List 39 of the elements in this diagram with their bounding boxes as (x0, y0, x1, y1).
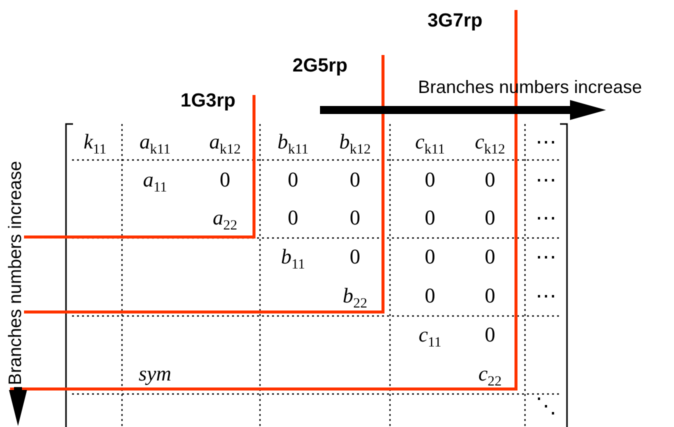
matrix-entry: a$_{k12}$ (209, 132, 241, 152)
matrix-entry: c$_{22}$ (478, 364, 502, 384)
group-label: 1G3rp (180, 92, 236, 110)
matrix-entry: sym (138, 364, 172, 384)
axis-label: Branches numbers increase (6, 158, 24, 388)
group-label: 3G7rp (428, 12, 482, 30)
matrix-entry: a$_{22}$ (212, 208, 238, 228)
matrix-entry: 0 (484, 170, 496, 190)
matrix-entry: 0 (484, 246, 496, 268)
matrix-entry: b$_{k11}$ (278, 132, 308, 152)
matrix-entry: b$_{22}$ (342, 286, 368, 306)
matrix-entry: ⋯ (536, 132, 556, 152)
matrix-entry: 0 (220, 170, 230, 190)
matrix-entry: a$_{k11}$ (140, 132, 170, 152)
matrix-entry: 0 (424, 246, 436, 268)
matrix-entry: b$_{11}$ (281, 246, 305, 268)
matrix-entry: 0 (350, 170, 360, 190)
matrix-entry: c$_{k11}$ (415, 132, 445, 152)
matrix-entry: ⋯ (536, 170, 556, 190)
matrix-entry: 0 (288, 170, 298, 190)
matrix-entry: a$_{11}$ (143, 170, 167, 190)
matrix-entry: c$_{k12}$ (474, 132, 506, 152)
matrix-entry: 0 (350, 246, 360, 268)
matrix-entry: b$_{k12}$ (339, 132, 371, 152)
matrix-entry: k$_{11}$ (84, 132, 106, 152)
matrix-entry: 0 (484, 324, 496, 346)
matrix-entry: c$_{11}$ (418, 324, 442, 346)
matrix-entry: 0 (424, 170, 436, 190)
matrix-entry: ⋱ (536, 396, 556, 416)
matrix-entry: 0 (484, 208, 496, 228)
matrix-entry: 0 (350, 208, 360, 228)
matrix-entry: 0 (424, 208, 436, 228)
matrix-entry: ⋯ (536, 246, 556, 268)
matrix-entry: ⋯ (536, 208, 556, 228)
matrix-entry: 0 (484, 286, 496, 306)
matrix-entry: 0 (288, 208, 298, 228)
group-label: 2G5rp (292, 56, 348, 76)
matrix-entry: 0 (424, 286, 436, 306)
matrix-entry: ⋯ (536, 286, 556, 306)
